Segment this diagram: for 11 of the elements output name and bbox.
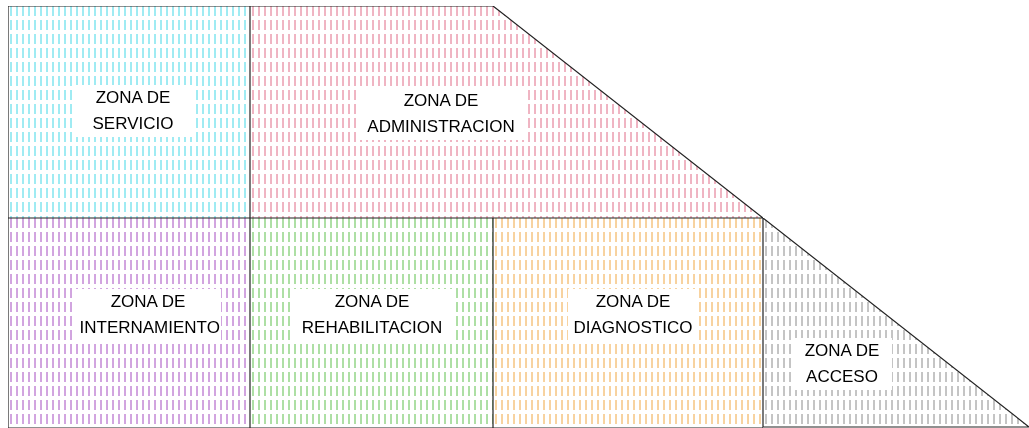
- zone-area: [8, 218, 250, 428]
- zone-area: [250, 6, 763, 218]
- zone-label: ZONA DE REHABILITACION: [292, 289, 452, 341]
- zone-area: [493, 218, 763, 428]
- zone-area: [763, 218, 1029, 428]
- zone-label: ZONA DE ACCESO: [792, 338, 892, 390]
- zone-label: ZONA DE SERVICIO: [73, 85, 193, 137]
- zone-label: ZONA DE INTERNAMIENTO: [75, 289, 221, 341]
- zone-area: [250, 218, 493, 428]
- zone-label: ZONA DE DIAGNOSTICO: [568, 289, 698, 341]
- zone-area: [8, 6, 250, 218]
